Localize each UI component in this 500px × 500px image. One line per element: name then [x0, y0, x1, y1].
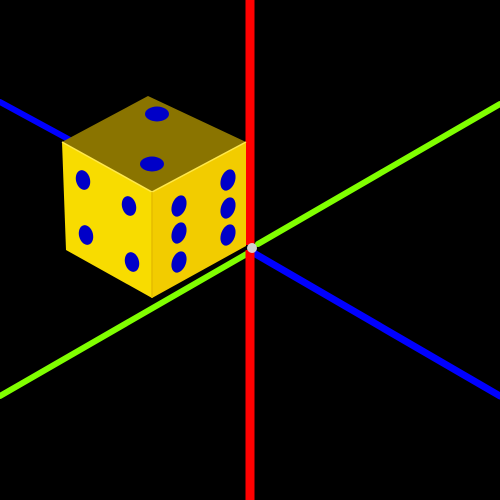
left-pip-3 [78, 225, 94, 245]
die[interactable] [61, 96, 247, 298]
right-pip-6 [220, 224, 236, 246]
right-pip-3 [171, 222, 187, 244]
left-pip-1 [75, 170, 91, 190]
right-pip-1 [171, 195, 187, 217]
left-pip-4 [124, 252, 140, 272]
z-axis-negative-segment [0, 249, 253, 399]
top-pip-1 [145, 106, 169, 122]
top-pip-2 [140, 156, 164, 172]
right-pip-5 [171, 251, 187, 273]
right-pip-2 [220, 169, 236, 191]
z-axis-positive-segment [255, 101, 500, 247]
die-top-face [62, 96, 246, 192]
axis-origin [247, 243, 257, 253]
axes-front-group [0, 243, 500, 500]
x-axis-positive-segment [248, 248, 500, 400]
left-pip-2 [121, 196, 137, 216]
axes-group [0, 0, 500, 247]
x-axis-negative-segment [0, 99, 73, 143]
right-pip-4 [220, 197, 236, 219]
